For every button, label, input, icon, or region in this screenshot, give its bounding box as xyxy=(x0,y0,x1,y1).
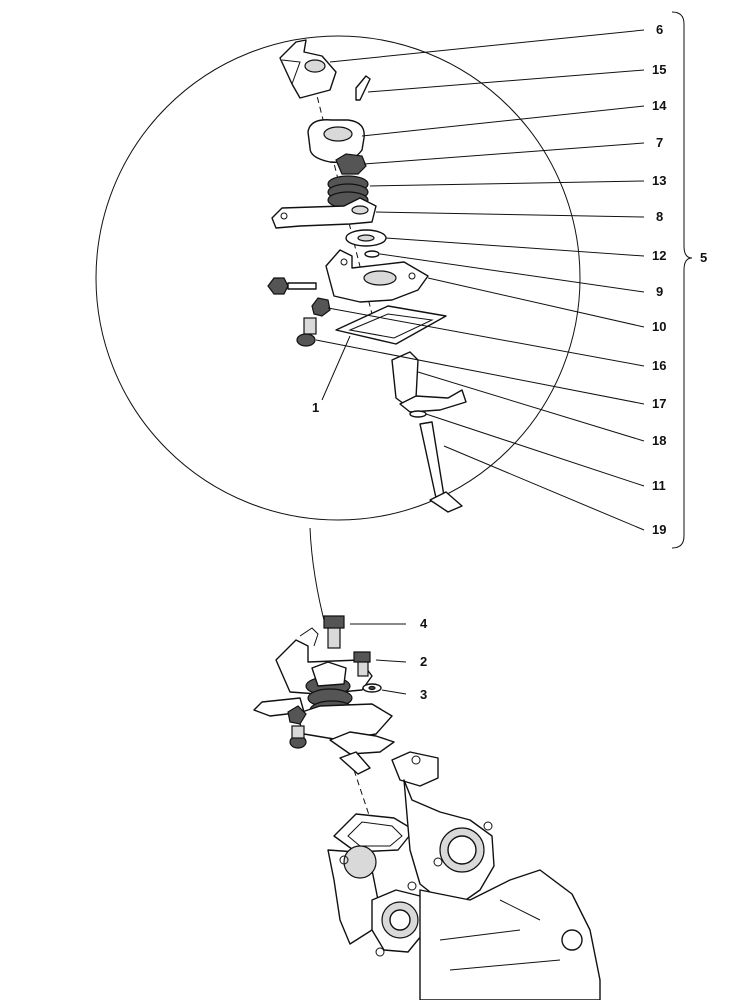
part-18-shaft-fork xyxy=(391,351,467,413)
part-17-screw xyxy=(296,317,317,347)
group-bracket xyxy=(671,11,693,549)
callout-11: 11 xyxy=(652,478,666,493)
callout-7: 7 xyxy=(656,135,663,150)
transmission-housing xyxy=(327,751,601,1000)
callout-1: 1 xyxy=(312,400,319,415)
callout-5: 5 xyxy=(700,250,707,265)
callout-14: 14 xyxy=(652,98,667,113)
callout-16: 16 xyxy=(652,358,666,373)
part-8-lever xyxy=(271,197,377,229)
callout-18: 18 xyxy=(652,433,666,448)
part-11-ring xyxy=(409,410,427,418)
part-16-nut xyxy=(311,297,331,317)
callout-12: 12 xyxy=(652,248,666,263)
part-1-gasket xyxy=(335,305,447,345)
part-15-pin xyxy=(355,75,371,101)
part-9-o-ring xyxy=(364,250,380,258)
callout-4: 4 xyxy=(420,616,428,631)
lower-assembly xyxy=(253,615,395,775)
leader-lines xyxy=(315,29,645,695)
callout-9: 9 xyxy=(656,284,663,299)
callout-10: 10 xyxy=(652,319,666,334)
detail-connector xyxy=(309,527,327,629)
callout-13: 13 xyxy=(652,173,666,188)
part-10-housing xyxy=(325,249,429,303)
callout-19: 19 xyxy=(652,522,666,537)
part-bolt-left xyxy=(267,277,317,295)
callout-17: 17 xyxy=(652,396,666,411)
callout-15: 15 xyxy=(652,62,666,77)
part-6-fork-bracket xyxy=(279,39,337,99)
callout-8: 8 xyxy=(656,209,663,224)
part-12-washer xyxy=(345,229,387,247)
part-14-cam xyxy=(307,119,365,163)
callout-2: 2 xyxy=(420,654,427,669)
callout-3: 3 xyxy=(420,687,427,702)
callout-6: 6 xyxy=(656,22,663,37)
callout-labels: 6 15 14 7 13 8 12 9 10 16 17 18 11 19 1 … xyxy=(312,22,707,702)
part-7-nut xyxy=(335,153,367,175)
part-19-shaft xyxy=(419,421,463,513)
detail-circle xyxy=(95,35,581,521)
